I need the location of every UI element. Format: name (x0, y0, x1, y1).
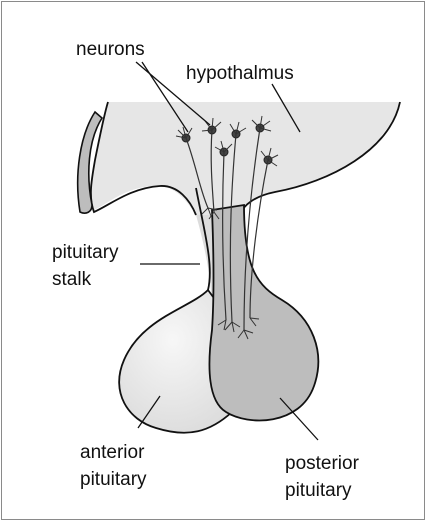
anterior-pituitary-label-line1: anterior (80, 441, 144, 464)
pituitary-stalk-label-line2: stalk (52, 268, 91, 291)
neurons-label: neurons (76, 38, 145, 61)
anterior-pituitary-label-line2: pituitary (80, 468, 147, 491)
hypothalmus-label: hypothalmus (186, 62, 294, 85)
pituitary-stalk-label-line1: pituitary (52, 241, 119, 264)
posterior-pituitary-label-line2: pituitary (285, 479, 352, 502)
hypothalamus-shape (91, 102, 400, 215)
posterior-pituitary-label-line1: posterior (285, 452, 359, 475)
